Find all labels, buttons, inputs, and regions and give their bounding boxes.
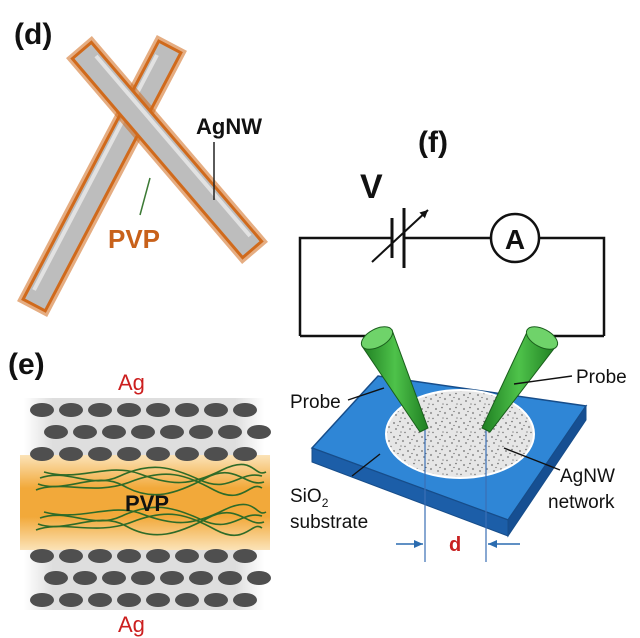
network-label-line2: network xyxy=(548,492,615,513)
probe-left-shape xyxy=(360,326,429,433)
distance-guides xyxy=(424,420,487,562)
ag-atom xyxy=(117,549,141,563)
ag-atom xyxy=(160,571,184,585)
panel-e-label: (e) xyxy=(8,348,45,381)
ag-atom xyxy=(146,403,170,417)
ag-atom xyxy=(59,593,83,607)
pvp-label: PVP xyxy=(108,224,160,254)
ag-atom xyxy=(175,403,199,417)
pvp-fibers xyxy=(35,463,267,537)
ag-atom xyxy=(204,447,228,461)
ag-atom xyxy=(44,571,68,585)
ag-atom xyxy=(160,425,184,439)
ag-atom xyxy=(233,593,257,607)
ag-atom xyxy=(218,571,242,585)
ag-atom xyxy=(204,403,228,417)
ag-atom xyxy=(175,447,199,461)
ag-atom xyxy=(59,549,83,563)
circuit-wire xyxy=(298,236,606,338)
ag-atoms-bottom xyxy=(30,549,271,607)
probe-right-shape xyxy=(481,326,559,433)
ag-atom xyxy=(247,571,271,585)
panel-d: (d) AgNW PVP xyxy=(14,18,268,317)
probe-left-label: Probe xyxy=(290,392,341,413)
ag-atom xyxy=(59,403,83,417)
probe-right-label: Probe xyxy=(576,367,627,388)
ag-atom xyxy=(189,571,213,585)
ag-atom xyxy=(233,447,257,461)
pvp-middle-label: PVP xyxy=(125,491,169,516)
ag-atom xyxy=(189,425,213,439)
ag-atom xyxy=(146,447,170,461)
ag-top-label: Ag xyxy=(118,370,145,395)
leader-lines-f xyxy=(347,375,573,477)
ag-atom xyxy=(88,593,112,607)
voltage-symbol: V xyxy=(360,168,383,206)
ag-atom xyxy=(30,403,54,417)
ag-atom xyxy=(88,403,112,417)
ag-atom xyxy=(73,425,97,439)
ag-atom xyxy=(30,549,54,563)
ag-atom xyxy=(44,425,68,439)
ag-atom xyxy=(175,549,199,563)
ag-atom xyxy=(175,593,199,607)
ag-atom xyxy=(30,447,54,461)
ag-bottom-label: Ag xyxy=(118,612,145,637)
ag-atom xyxy=(88,447,112,461)
panel-f-label: (f) xyxy=(418,126,448,159)
voltage-source xyxy=(371,208,429,268)
ag-atom xyxy=(117,447,141,461)
ag-atom xyxy=(146,593,170,607)
ag-atom xyxy=(131,425,155,439)
ag-atom xyxy=(59,447,83,461)
ag-atom xyxy=(233,403,257,417)
ag-atom xyxy=(247,425,271,439)
distance-label: d xyxy=(449,534,461,556)
network-label-line1: AgNW xyxy=(560,466,615,487)
panel-d-label: (d) xyxy=(14,18,52,51)
ag-atom xyxy=(131,571,155,585)
panel-f: (f) V A xyxy=(290,126,627,562)
ag-atom xyxy=(146,549,170,563)
panel-e: (e) Ag PVP Ag xyxy=(8,348,271,637)
pvp-leader-line xyxy=(139,177,151,216)
ag-atom xyxy=(233,549,257,563)
substrate-label-line2: substrate xyxy=(290,512,368,533)
ag-atoms-top xyxy=(30,403,271,461)
agnw-label: AgNW xyxy=(196,114,262,139)
ag-atom xyxy=(102,571,126,585)
ag-atom xyxy=(30,593,54,607)
ag-atom xyxy=(117,593,141,607)
substrate-label-line1: SiO2 xyxy=(290,486,329,510)
ag-atom xyxy=(204,549,228,563)
ag-atom xyxy=(204,593,228,607)
nanowire-2 xyxy=(66,36,268,264)
ammeter: A xyxy=(489,212,541,264)
ag-atom xyxy=(73,571,97,585)
ag-atom xyxy=(102,425,126,439)
ammeter-symbol: A xyxy=(505,224,525,255)
ag-atom xyxy=(218,425,242,439)
ag-atom xyxy=(88,549,112,563)
ag-atom xyxy=(117,403,141,417)
